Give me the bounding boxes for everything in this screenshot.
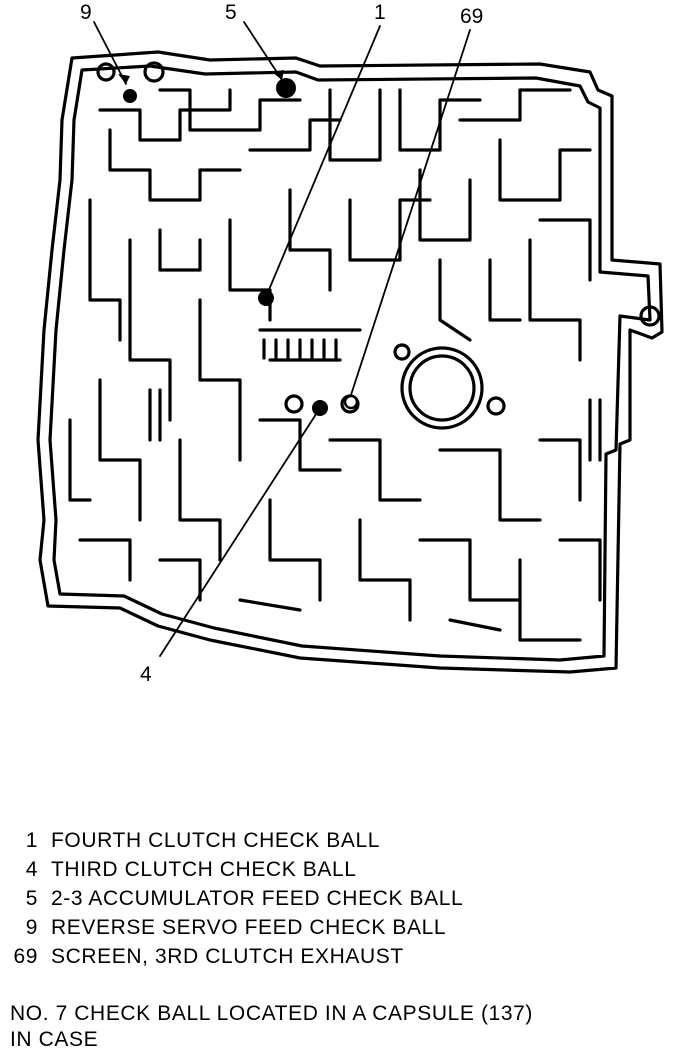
legend-number: 9 (25, 916, 38, 939)
valve-body-diagram (36, 21, 664, 674)
check-ball-1 (258, 290, 274, 306)
note-line: IN CASE (10, 1028, 99, 1051)
callout-number: 1 (374, 1, 386, 24)
note: NO. 7 CHECK BALL LOCATED IN A CAPSULE (1… (10, 1001, 533, 1053)
legend-item: 4 THIRD CLUTCH CHECK BALL (0, 855, 688, 884)
check-ball-5 (276, 78, 296, 98)
legend-item: 1 FOURTH CLUTCH CHECK BALL (0, 826, 688, 855)
callout-number: 4 (140, 663, 152, 686)
callout-number: 9 (80, 1, 92, 24)
legend-number: 5 (25, 887, 38, 910)
legend-text: SCREEN, 3RD CLUTCH EXHAUST (51, 945, 404, 968)
screen-69 (343, 394, 359, 410)
legend-text: 2-3 ACCUMULATOR FEED CHECK BALL (51, 887, 464, 910)
valve-body-outline (36, 50, 664, 674)
check-ball-9 (123, 89, 137, 103)
check-ball-4 (312, 400, 328, 416)
legend-number: 4 (25, 858, 38, 881)
callout-number: 69 (460, 5, 484, 28)
legend-text: FOURTH CLUTCH CHECK BALL (51, 829, 381, 852)
legend-item: 5 2-3 ACCUMULATOR FEED CHECK BALL (0, 884, 688, 913)
callout-number: 5 (225, 1, 237, 24)
legend-item: 9 REVERSE SERVO FEED CHECK BALL (0, 913, 688, 942)
legend: 1 FOURTH CLUTCH CHECK BALL 4 THIRD CLUTC… (0, 826, 688, 971)
legend-text: THIRD CLUTCH CHECK BALL (51, 858, 357, 881)
legend-number: 1 (25, 829, 38, 852)
legend-item: 69 SCREEN, 3RD CLUTCH EXHAUST (0, 942, 688, 971)
note-line: NO. 7 CHECK BALL LOCATED IN A CAPSULE (1… (10, 1002, 533, 1025)
legend-number: 69 (13, 945, 38, 968)
legend-text: REVERSE SERVO FEED CHECK BALL (51, 916, 447, 939)
